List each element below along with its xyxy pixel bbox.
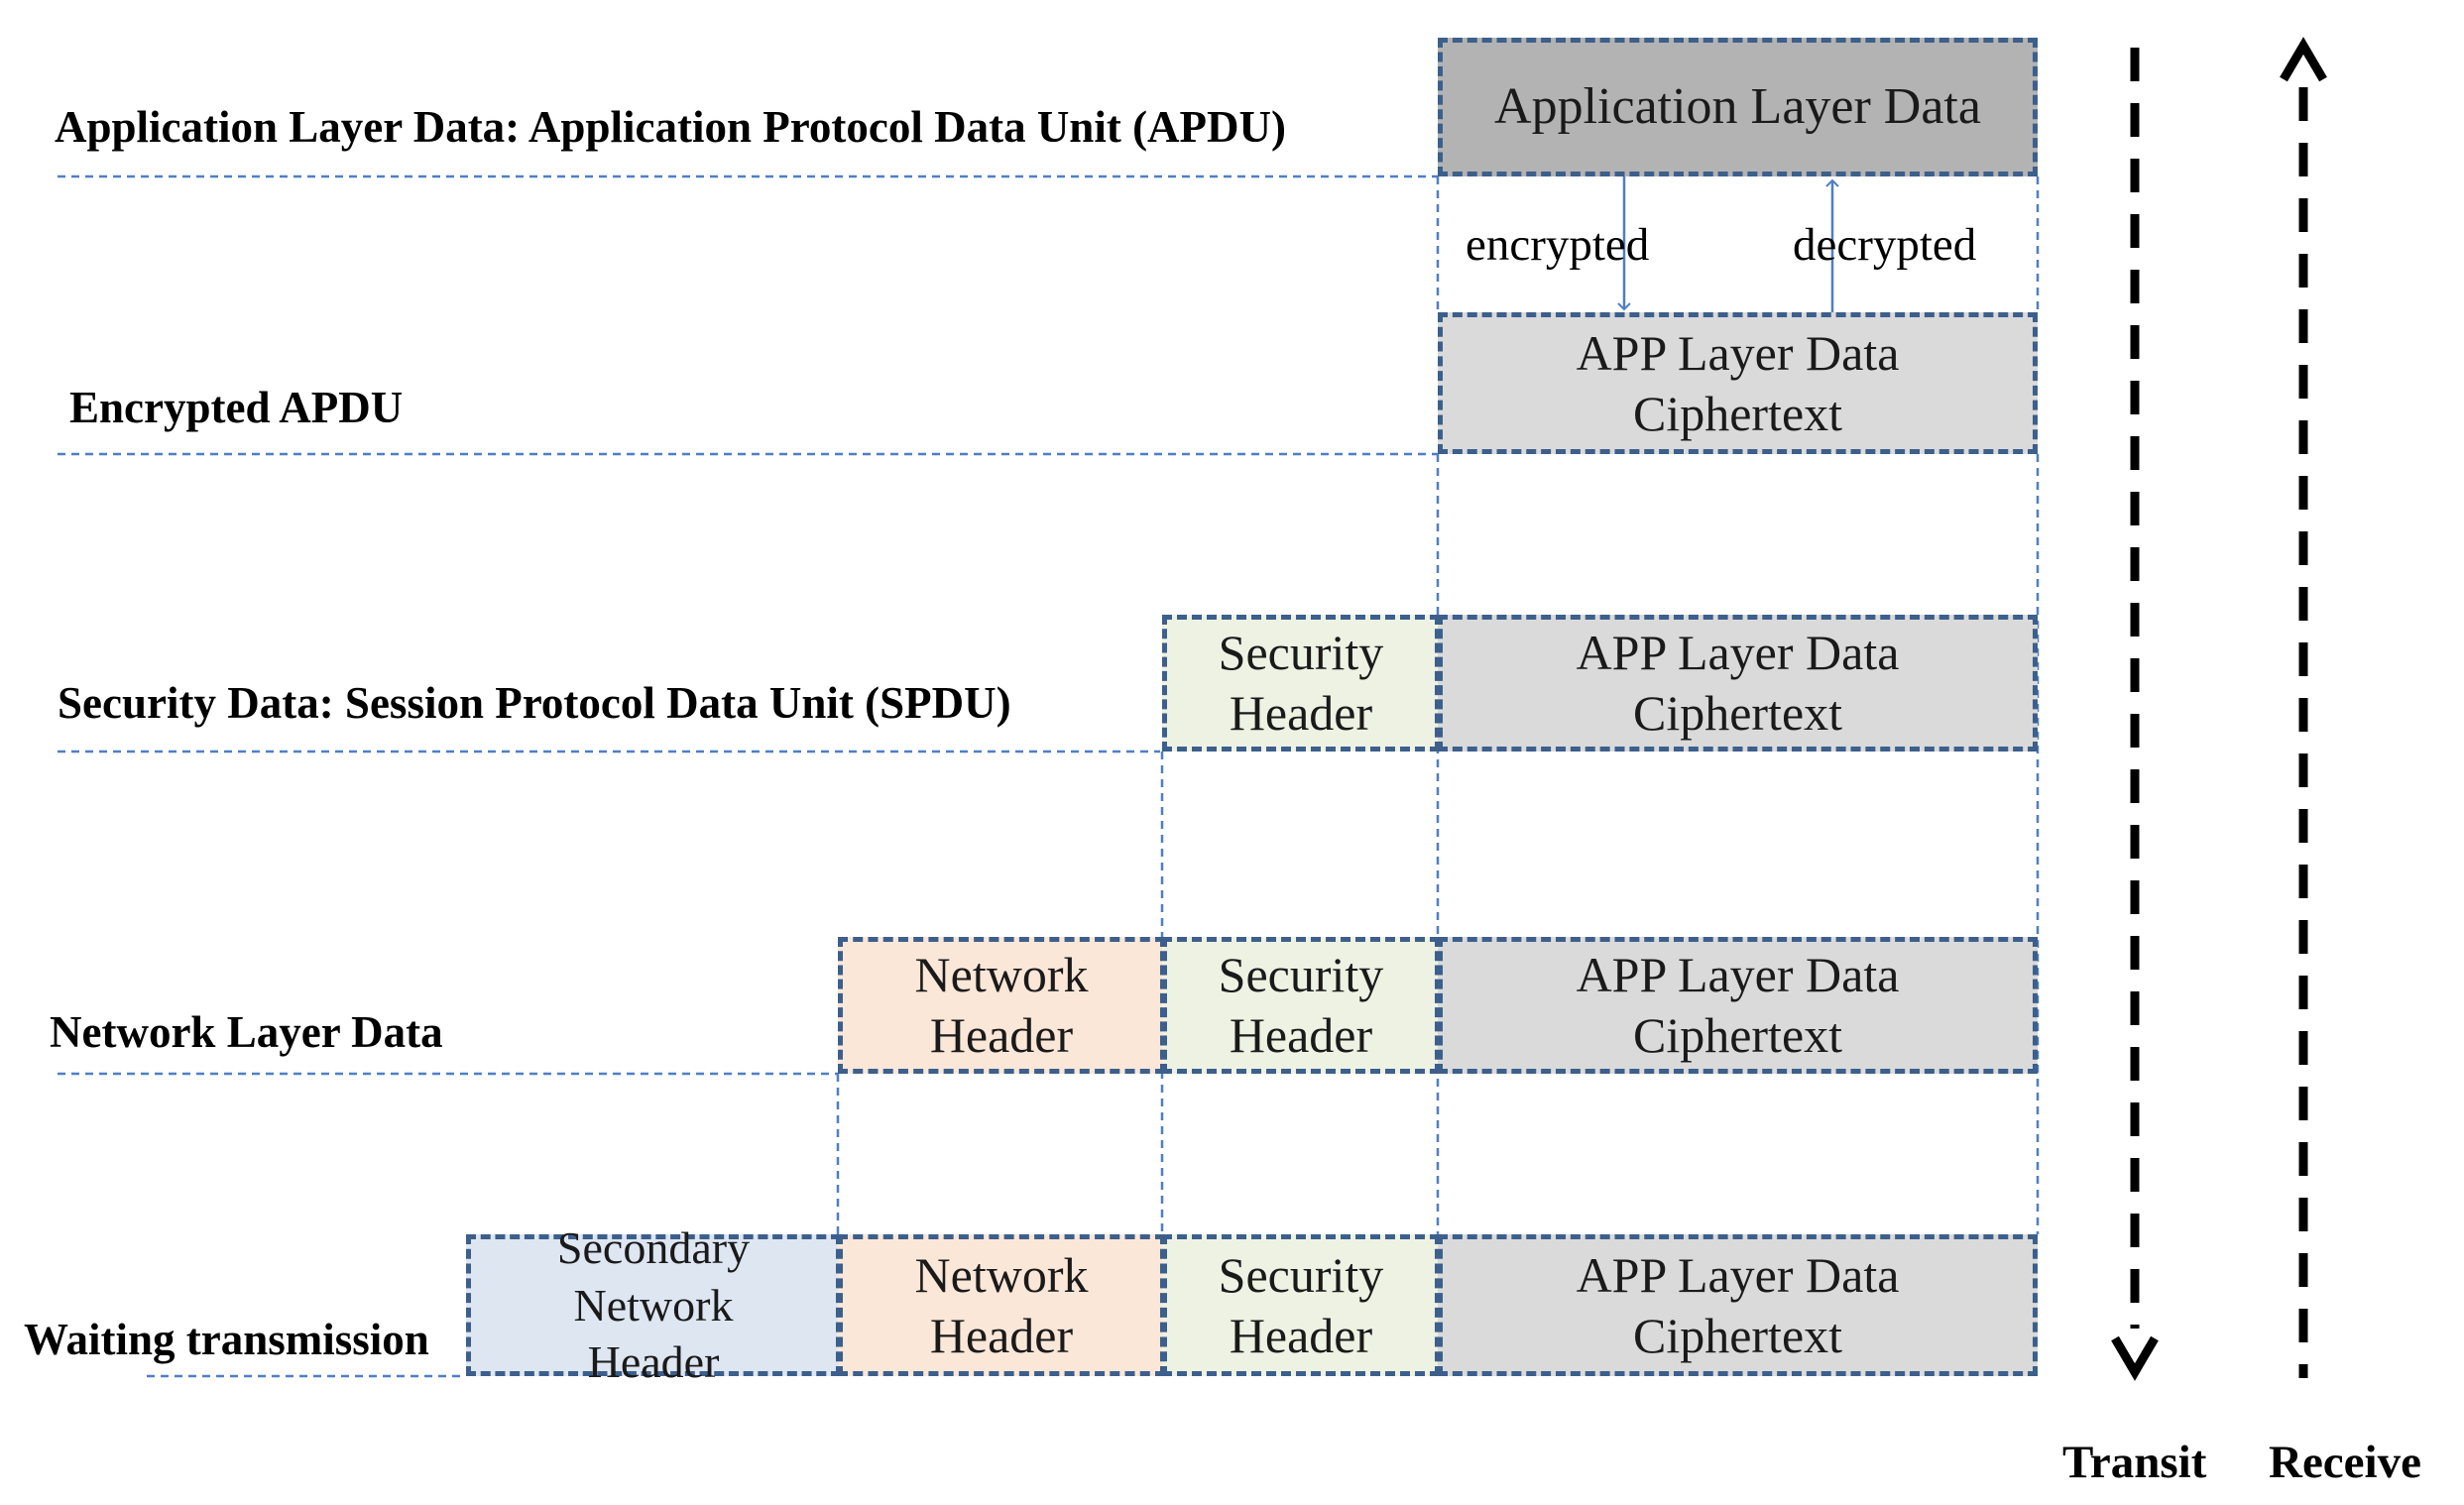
receive-label: Receive bbox=[2269, 1437, 2421, 1488]
network-layer-row-label: Network Layer Data bbox=[50, 1007, 443, 1057]
row-separator-lines bbox=[58, 174, 1438, 1378]
transit-label: Transit bbox=[2062, 1437, 2207, 1488]
network-header-block: Network Header bbox=[838, 937, 1165, 1074]
decrypted-label: decrypted bbox=[1793, 219, 1977, 271]
app-ciphertext-block: APP Layer Data Ciphertext bbox=[1438, 615, 2038, 752]
apdu-row-label: Application Layer Data: Application Prot… bbox=[55, 102, 1287, 152]
waiting-transmission-row-label: Waiting transmission bbox=[24, 1315, 429, 1364]
application-layer-data-block: Application Layer Data bbox=[1438, 38, 2038, 176]
security-header-block: Security Header bbox=[1162, 937, 1440, 1074]
security-header-block: Security Header bbox=[1162, 615, 1440, 752]
encrypted-label: encrypted bbox=[1466, 219, 1650, 271]
app-ciphertext-block: APP Layer Data Ciphertext bbox=[1438, 312, 2038, 454]
app-ciphertext-block: APP Layer Data Ciphertext bbox=[1438, 1234, 2038, 1376]
transit-arrow bbox=[2111, 48, 2159, 1381]
network-header-block: Network Header bbox=[838, 1234, 1165, 1376]
app-ciphertext-block: APP Layer Data Ciphertext bbox=[1438, 937, 2038, 1074]
encrypted-apdu-row-label: Encrypted APDU bbox=[69, 383, 404, 432]
secondary-network-header-block: Secondary Network Header bbox=[466, 1222, 841, 1387]
security-header-block: Security Header bbox=[1162, 1234, 1440, 1376]
spdu-row-label: Security Data: Session Protocol Data Uni… bbox=[58, 678, 1011, 728]
receive-arrow bbox=[2280, 37, 2327, 1378]
